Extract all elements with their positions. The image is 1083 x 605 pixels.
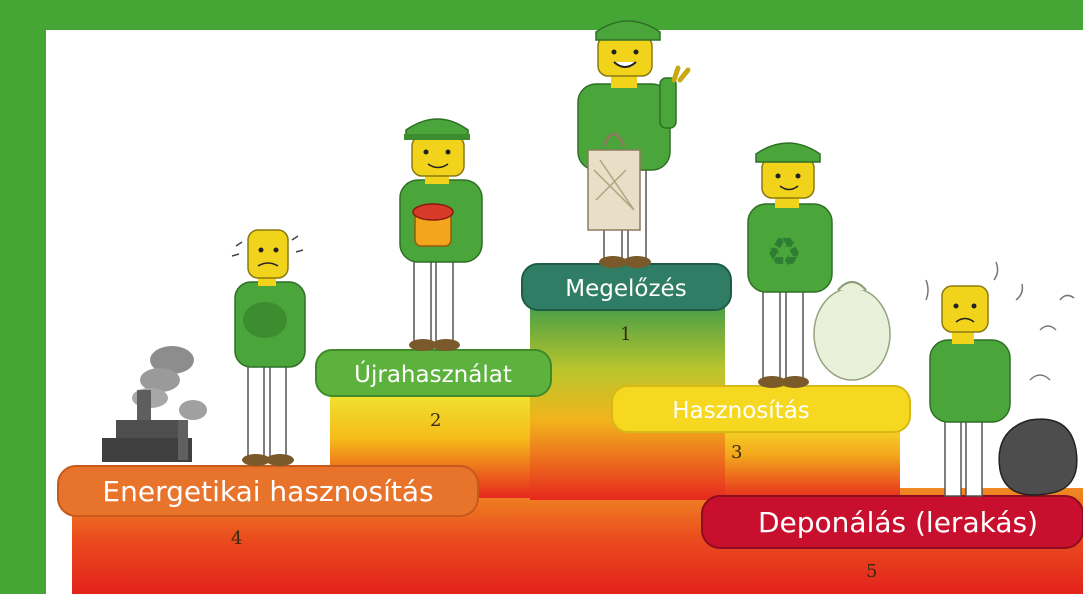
label-hasznositas-text: Hasznosítás xyxy=(672,398,810,424)
factory-illustration xyxy=(102,346,207,462)
step-number-5: 5 xyxy=(866,561,877,582)
green-frame-left xyxy=(0,0,46,605)
label-deponalas: Deponálás (lerakás) xyxy=(701,495,1083,549)
character-ujrahasznalat xyxy=(399,118,483,351)
label-deponalas-text: Deponálás (lerakás) xyxy=(758,506,1038,539)
label-megelozes: Megelőzés xyxy=(521,263,732,311)
label-ujrahasznalat-text: Újrahasználat xyxy=(354,360,512,388)
character-energetikai xyxy=(231,229,306,466)
label-energetikai-text: Energetikai hasznosítás xyxy=(102,475,433,508)
character-hasznositas: ♻ xyxy=(747,142,891,388)
label-hasznositas: Hasznosítás xyxy=(611,385,911,433)
step-number-3: 3 xyxy=(731,442,742,463)
label-energetikai: Energetikai hasznosítás xyxy=(57,465,479,517)
label-megelozes-text: Megelőzés xyxy=(565,276,686,302)
bottom-edge xyxy=(0,594,1083,605)
step-number-4: 4 xyxy=(231,528,242,549)
step-number-1: 1 xyxy=(620,324,631,345)
label-ujrahasznalat: Újrahasználat xyxy=(315,349,552,397)
step-number-2: 2 xyxy=(430,410,441,431)
svg-text:♻: ♻ xyxy=(766,230,802,276)
character-megelozes xyxy=(577,20,691,268)
step-numbers: 1 2 3 4 5 xyxy=(231,324,877,582)
podium-blocks xyxy=(72,300,1083,594)
green-frame-top xyxy=(0,0,1083,30)
character-deponalas xyxy=(925,261,1078,497)
